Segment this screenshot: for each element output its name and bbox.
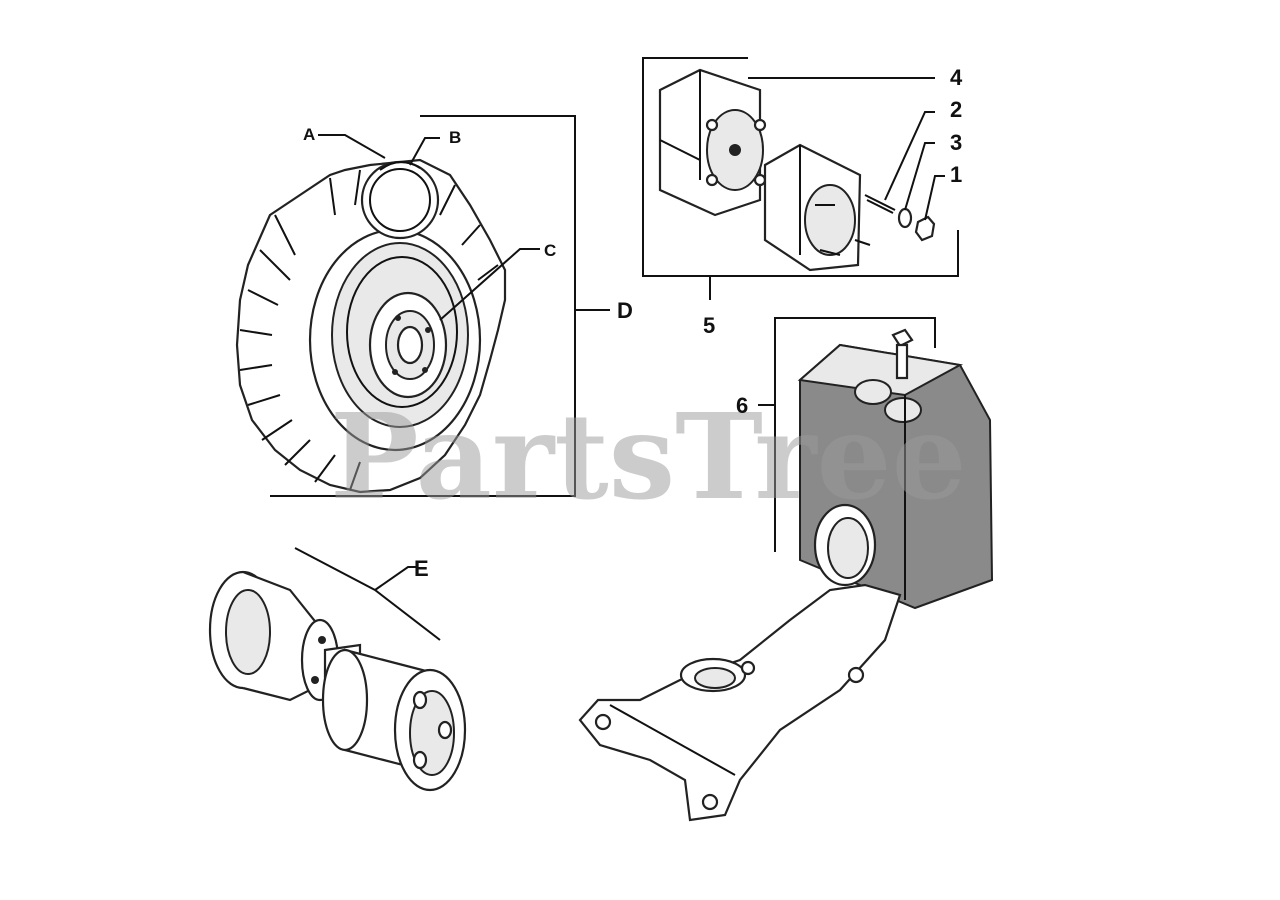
axle-support-bracket[interactable] bbox=[578, 328, 994, 822]
stud-bolt[interactable] bbox=[864, 194, 896, 214]
b-leader bbox=[409, 137, 440, 166]
callout-b: B bbox=[449, 128, 461, 147]
e-leader bbox=[294, 547, 441, 641]
callout-1: 1 bbox=[950, 162, 962, 187]
nut[interactable] bbox=[914, 215, 936, 242]
wheel-assembly-bracket bbox=[270, 115, 576, 497]
callout-2: 2 bbox=[950, 97, 962, 122]
callout-3: 3 bbox=[950, 130, 962, 155]
rim-gasket[interactable] bbox=[379, 161, 421, 171]
callout-e: E bbox=[414, 556, 429, 581]
rim-ring[interactable] bbox=[360, 160, 440, 240]
n1-leader bbox=[924, 175, 945, 221]
callout-d: D bbox=[617, 298, 633, 323]
callout-4: 4 bbox=[950, 65, 963, 90]
callout-5: 5 bbox=[703, 313, 715, 338]
watermark-text: PartsTree bbox=[330, 387, 967, 526]
bracket-6 bbox=[774, 317, 936, 552]
wheel-hub[interactable] bbox=[368, 291, 448, 399]
kit-bracket bbox=[642, 57, 959, 277]
a-leader bbox=[318, 134, 386, 159]
washer[interactable] bbox=[897, 207, 913, 229]
callout-a: A bbox=[303, 125, 315, 144]
n2-leader bbox=[884, 111, 935, 201]
hub-extension-kit[interactable] bbox=[658, 68, 936, 272]
n3-leader bbox=[904, 142, 935, 211]
hub-block[interactable] bbox=[658, 68, 767, 217]
callout-6: 6 bbox=[736, 393, 748, 418]
spacer-hub-assembly[interactable] bbox=[208, 570, 467, 792]
c-leader bbox=[439, 248, 540, 321]
callout-c: C bbox=[544, 241, 556, 260]
